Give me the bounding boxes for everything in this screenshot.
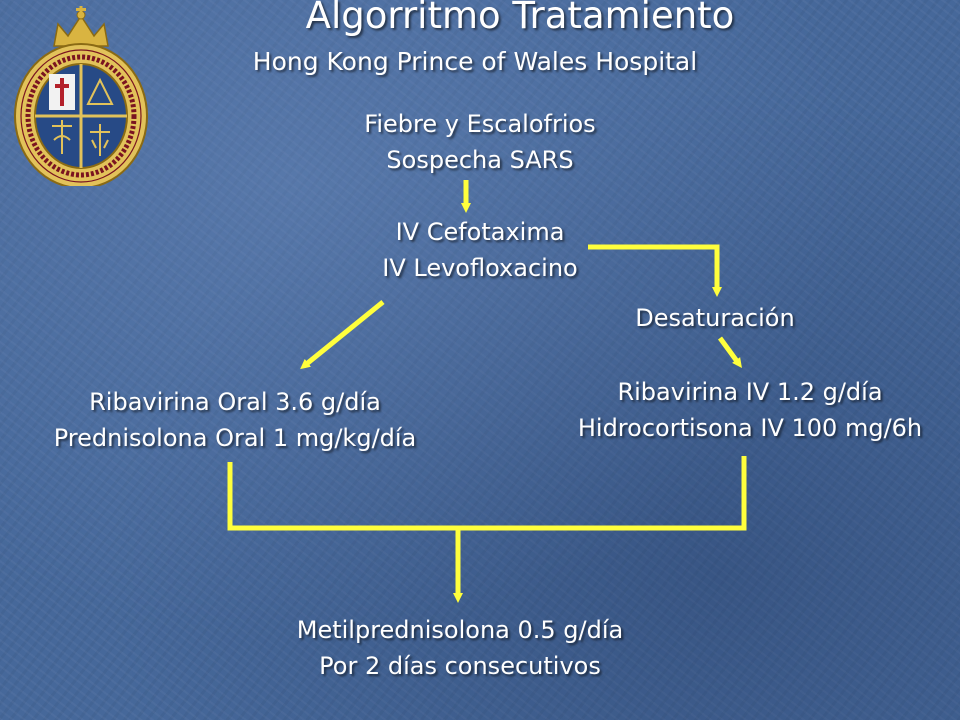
arrow-iv-to-desaturacion bbox=[588, 244, 722, 297]
shield-icon bbox=[35, 64, 127, 168]
node-iv-treatment: Ribavirina IV 1.2 g/día Hidrocortisona I… bbox=[520, 374, 960, 446]
node-line: Por 2 días consecutivos bbox=[319, 652, 601, 680]
connector-ivrib-to-join bbox=[456, 456, 747, 531]
node-iv-antibiotics: IV Cefotaxima IV Levofloxacino bbox=[300, 214, 660, 286]
crown-icon bbox=[53, 6, 109, 47]
node-line: IV Levofloxacino bbox=[382, 254, 578, 282]
arrow-desaturacion-to-ivrib bbox=[717, 336, 742, 369]
node-desaturacion: Desaturación bbox=[590, 300, 840, 336]
slide-title: Algorritmo Tratamiento bbox=[305, 0, 735, 37]
university-seal bbox=[14, 6, 148, 186]
node-line: Desaturación bbox=[635, 304, 795, 332]
node-line: Ribavirina IV 1.2 g/día bbox=[617, 378, 883, 406]
slide-subtitle: Hong Kong Prince of Wales Hospital bbox=[252, 47, 698, 76]
node-line: Prednisolona Oral 1 mg/kg/día bbox=[53, 424, 417, 452]
arrow-iv-to-oral bbox=[300, 300, 385, 370]
node-line: Fiebre y Escalofrios bbox=[364, 110, 596, 138]
node-line: IV Cefotaxima bbox=[395, 218, 565, 246]
node-line: Sospecha SARS bbox=[386, 146, 574, 174]
node-oral-treatment: Ribavirina Oral 3.6 g/día Prednisolona O… bbox=[0, 384, 470, 456]
node-fiebre-escalofrios: Fiebre y Escalofrios Sospecha SARS bbox=[300, 106, 660, 178]
node-metilprednisolona: Metilprednisolona 0.5 g/día Por 2 días c… bbox=[230, 612, 690, 684]
connector-oral-to-join bbox=[227, 462, 458, 531]
node-line: Hidrocortisona IV 100 mg/6h bbox=[577, 414, 923, 442]
node-line: Ribavirina Oral 3.6 g/día bbox=[89, 388, 381, 416]
node-line: Metilprednisolona 0.5 g/día bbox=[296, 616, 624, 644]
